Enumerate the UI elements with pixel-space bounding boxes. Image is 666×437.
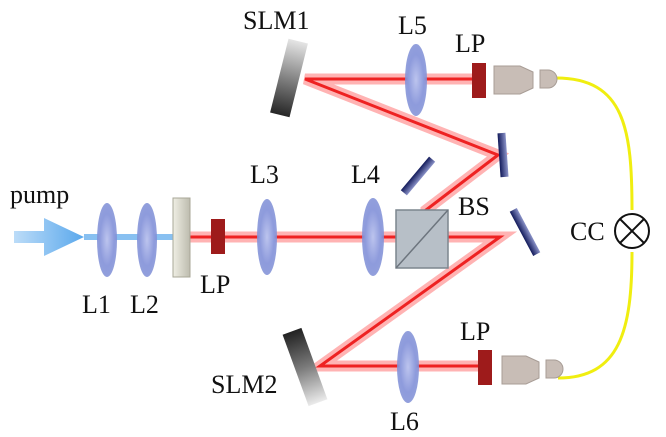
label-slm2: SLM2 <box>211 370 277 399</box>
label-pump: pump <box>10 180 69 209</box>
slm2 <box>282 327 328 407</box>
fiber-coupler-bottom-icon <box>501 355 564 385</box>
fiber-top <box>555 76 634 211</box>
slm1 <box>270 38 308 118</box>
label-lp-input: LP <box>200 270 230 299</box>
lens-l5 <box>405 44 427 116</box>
label-l5: L5 <box>398 11 427 40</box>
label-l1: L1 <box>82 290 111 319</box>
label-bs: BS <box>458 192 490 221</box>
label-l4: L4 <box>351 160 380 189</box>
pump-arrow <box>14 218 84 256</box>
fiber-coupler-top-icon <box>493 65 558 95</box>
label-cc: CC <box>570 217 605 246</box>
filter-lp-bottom <box>478 350 492 385</box>
mirror-upper-left <box>400 156 436 196</box>
pump-beam <box>84 234 176 240</box>
beam-glow <box>180 73 518 372</box>
beam-core <box>180 77 505 368</box>
fiber-bottom <box>557 251 634 380</box>
lens-l2 <box>137 203 157 277</box>
filter-lp-top <box>472 63 486 98</box>
label-lp-bottom: LP <box>460 317 490 346</box>
label-l2: L2 <box>130 290 159 319</box>
filter-lp-input <box>211 219 225 254</box>
lens-l1 <box>97 203 117 277</box>
lens-l6 <box>397 331 419 403</box>
label-l3: L3 <box>250 160 279 189</box>
mirror-bottom-right <box>509 208 541 256</box>
label-l6: L6 <box>390 407 419 436</box>
lens-l4 <box>362 198 384 276</box>
lens-l3 <box>257 199 277 275</box>
crystal-plate <box>172 197 191 278</box>
circled-x-icon <box>614 213 650 249</box>
mirror-top-right <box>497 132 509 178</box>
beam-splitter-cube <box>395 209 449 269</box>
label-slm1: SLM1 <box>243 6 309 35</box>
label-lp-top: LP <box>455 29 485 58</box>
